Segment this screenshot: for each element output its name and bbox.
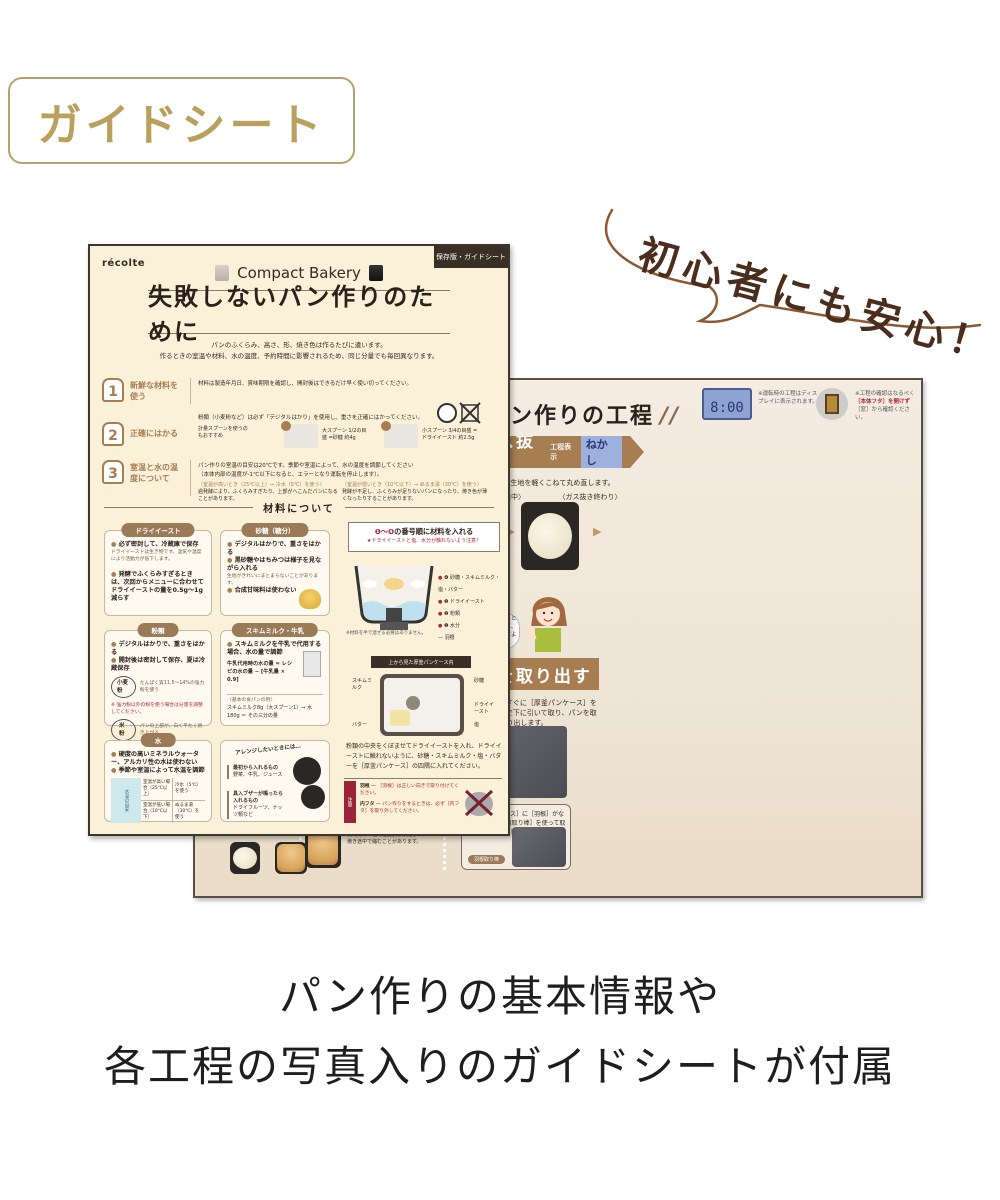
- tip-heading: 室温と水の温度について: [130, 463, 178, 483]
- lid-note: ※工程の確認はなるべく［本体フタ］を開けず［窓］から確認ください。: [855, 391, 915, 421]
- tip-3: 3 室温と水の温度について パン作りの室温の目安は20℃です。季節や室温によって…: [102, 460, 496, 502]
- ingredients-heading: 材料について: [104, 500, 495, 515]
- top-view-diagram: [380, 674, 464, 736]
- guide-sheet-label-text: ガイドシート: [37, 99, 326, 151]
- card-arrange: アレンジしたいときには… 最初から入れるもの 野菜、牛乳、ジュース 具入ブザーが…: [220, 740, 330, 822]
- ingredient-order-legend: ❹ 砂糖・スキムミルク・塩・バター ❸ ドライイースト ❷ 粉類 ❶ 水分 羽根: [438, 572, 508, 644]
- no-inner-lid-icon: [464, 789, 494, 817]
- scale-ok-ng-icon: [437, 402, 481, 424]
- card-flour: 粉類 デジタルはかりで、重さをはかる 開封後は密封して保存、夏は冷蔵保存 小麦粉…: [104, 623, 212, 741]
- speech-bubble-outline-icon: [604, 208, 982, 329]
- dried-fruit-photo: [301, 785, 325, 809]
- vegetable-photo: [293, 757, 321, 785]
- card-dry-yeast: ドライイースト 必ず密封して、冷蔵庫で保存 ドライイーストは生き物です。湿気や温…: [104, 523, 212, 616]
- honey-jar-icon: [299, 589, 321, 609]
- card-water: 水 硬度の高いミネラルウォーター、アルカリ性の水は使わない 季節や室温によって水…: [104, 733, 212, 823]
- tip-2: 2 正確にはかる 粉類（小麦粉など）は必ず「デジタルはかり」を使用し、重さを正確…: [102, 402, 496, 458]
- process-title: ン作りの工程//: [510, 404, 681, 429]
- mode-badge: ねかし: [581, 434, 622, 470]
- spoon-note: 計量スプーンを使うのもおすすめ: [198, 426, 248, 439]
- tip-body: 材料は製造年月日、賞味期限を確認し、開封後はできるだけ早く使い切ってください。: [198, 381, 412, 387]
- strip-photo-1: [230, 842, 260, 874]
- tip-heading: 新鮮な材料を使う: [130, 381, 178, 401]
- lcd-display: 8:00: [702, 388, 752, 420]
- lcd-note: ※運転時の工程はディスプレイに表示されます。: [758, 391, 818, 405]
- window-lid-icon: [816, 388, 848, 420]
- speech-bubble: 初心者にも安心！: [590, 165, 1000, 371]
- black-bakery-icon: [368, 265, 383, 281]
- white-bakery-icon: [215, 265, 230, 281]
- tip-body: パン作りの室温の目安は20℃です。季節や室温によって、水の温度を調節してください…: [198, 463, 414, 478]
- woman-illustration-icon: [527, 597, 567, 652]
- ingredient-order-box: ❶〜❹の番号順に材料を入れる ★ドライイーストと塩、水分が触れないよう注意！: [348, 522, 500, 552]
- caption-line-2: 各工程の写真入りのガイドシートが付属: [103, 1042, 896, 1091]
- milk-carton-icon: [303, 651, 321, 677]
- top-view-label: 塩: [474, 722, 480, 728]
- guide-sheet-label: ガイドシート: [8, 77, 355, 164]
- tip-number: 1: [102, 378, 124, 402]
- tip-heading: 正確にはかる: [130, 429, 178, 438]
- product-caption: パン作りの基本情報や 各工程の写真入りのガイドシートが付属: [0, 962, 1000, 1102]
- small-spoon-note: 小スプーン 3/4の目盛 =ドライイースト 約2.5g: [422, 428, 478, 441]
- degassing-end-photo: [521, 502, 579, 570]
- card-sugar: 砂糖（糖分） デジタルはかりで、重さをはかる 黒砂糖やはちみつは様子を見ながら入…: [220, 523, 330, 616]
- sheet-title: 失敗しないパン作りのために: [148, 283, 450, 346]
- degassing-desc: ふくらんだ生地を軽くこねて丸め直します。: [475, 479, 615, 487]
- order-note: ※材料を半で混ぜる必要はありません。: [346, 631, 427, 636]
- degassing-sub-b: 〈ガス抜き終わり〉: [558, 493, 622, 501]
- strip-photo-2: [275, 842, 307, 874]
- top-view-title: 上から見た厚釜パンケース内: [371, 656, 471, 668]
- tip-1: 1 新鮮な材料を使う 材料は製造年月日、賞味期限を確認し、開封後はできるだけ早く…: [102, 378, 496, 406]
- bread-pan-diagram-icon: [354, 565, 434, 630]
- basic-guide-sheet: récolte 保存版・ガイドシート Compact Bakery 失敗しないパ…: [88, 244, 510, 836]
- tip-body: 粉類（小麦粉など）は必ず「デジタルはかり」を使用し、重さを正確にはかってください…: [198, 415, 423, 421]
- tip-number: 3: [102, 460, 124, 484]
- caution-box: 注意 羽根 — ［羽根］は正しい向きで取り付けてください。 内フタ — パン作り…: [344, 778, 502, 824]
- top-view-label: ドライイースト: [474, 702, 495, 715]
- big-spoon-photo: [281, 421, 318, 448]
- intro-text: パンのふくらみ、高さ、形、焼き色は作るたびに違います。 作るときの室温や材料、水…: [159, 341, 439, 360]
- tip-number: 2: [102, 422, 124, 446]
- product-header: Compact Bakery: [90, 264, 508, 282]
- corner-tag: 保存版・ガイドシート: [434, 246, 508, 268]
- small-spoon-photo: [381, 421, 418, 448]
- product-name: Compact Bakery: [237, 264, 361, 282]
- big-spoon-note: 大スプーン 1/2の目盛 =砂糖 約4g: [322, 428, 367, 441]
- water-temp-table: 水温の目安 室温が高い場合（25℃以上） 冷水（5℃）を使う 室温が低い場合（1…: [111, 778, 205, 823]
- remove-desc: できあがったらすぐに［厚釜パンケース］をミトンでつかんで下に引いて取り、パンを取…: [457, 699, 597, 727]
- top-view-label: スキムミルク: [352, 678, 373, 691]
- card-skim-milk: スキムミルク・牛乳 スキムミルクを牛乳で代用する場合、水の量で調節 牛乳代用時の…: [220, 623, 330, 726]
- top-view-label: 砂糖: [474, 678, 485, 684]
- top-view-label: バター: [352, 722, 368, 728]
- brand-logo: récolte: [102, 258, 146, 269]
- pan-placement-note: 粉類の中央をくぼませてドライイーストを入れ、ドライイーストに触れないように、砂糖…: [346, 743, 502, 770]
- arrow-icon: ▶: [593, 525, 602, 538]
- caption-line-1: パン作りの基本情報や: [278, 972, 722, 1021]
- blade-remover-label: 羽根取り棒: [468, 855, 506, 864]
